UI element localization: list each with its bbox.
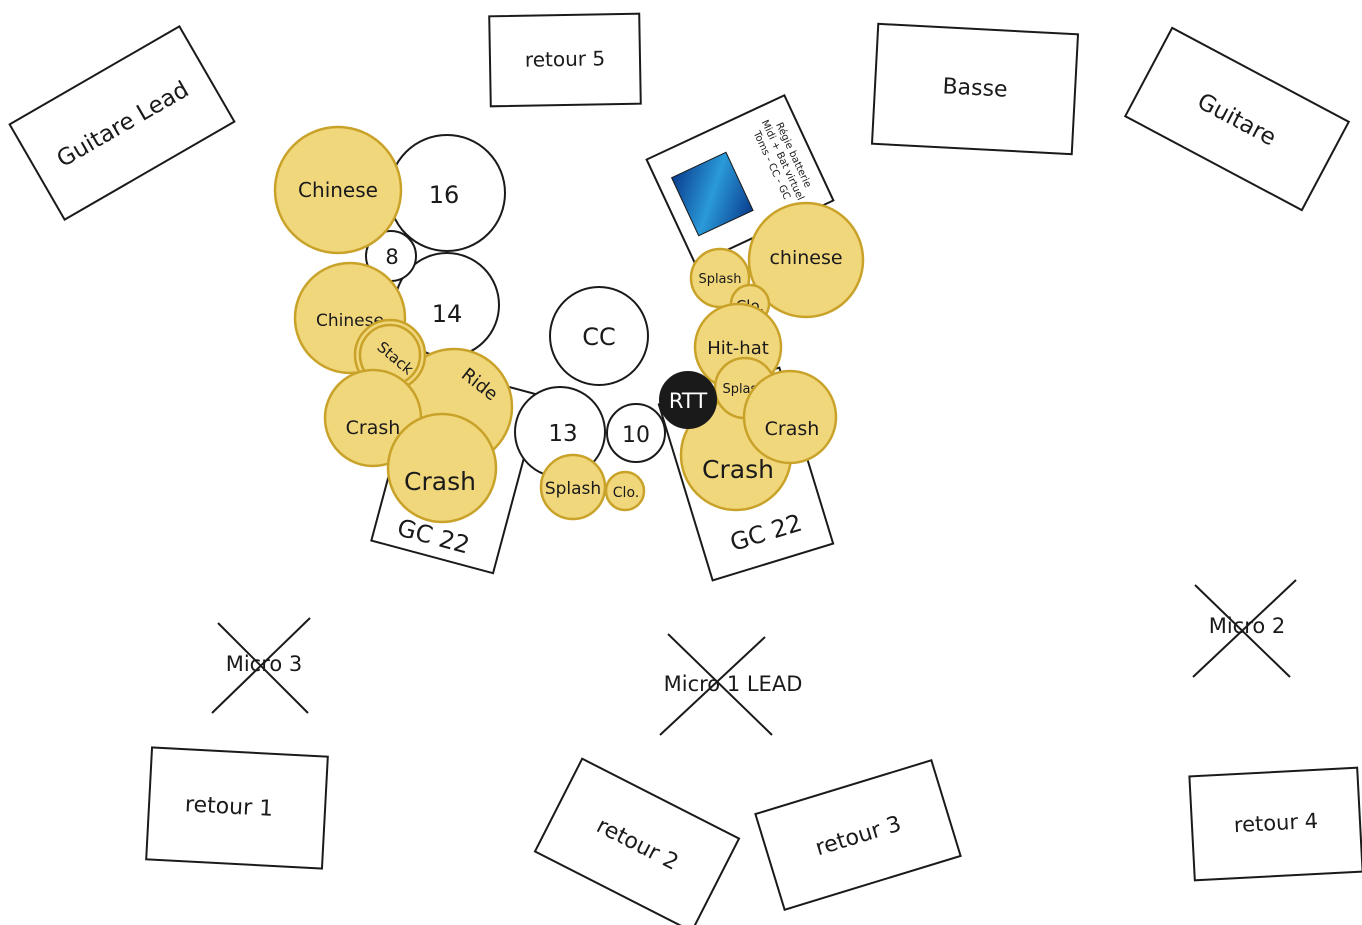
guitare-amp: Guitare [1123,26,1351,212]
retour-4-wedge: retour 4 [1188,766,1362,882]
splash-right-top-label: Splash [698,272,741,287]
hihat-label: Hit-hat [707,338,769,359]
crash-left-big-label: Crash [404,467,476,496]
chinese-mid-left-label: Chinese [316,311,384,331]
crash-right-big-label: Crash [702,455,774,484]
basse-label: Basse [942,74,1008,102]
tom-10-label: 10 [622,423,650,448]
micro-3: Micro 3 [211,617,311,714]
micro-2: Micro 2 [1192,579,1297,678]
tom-8-label: 8 [385,245,398,269]
tom-14-label: 14 [432,300,463,328]
snare-cc [549,286,649,386]
chinese-top-left-label: Chinese [298,178,378,202]
splash-center [539,453,607,521]
micro-1-lead: Micro 1 LEAD [659,633,803,736]
retour-3-wedge: retour 3 [754,759,962,911]
retour-2-wedge: retour 2 [533,757,741,925]
clo-center-label: Clo. [613,485,639,501]
guitare-lead-amp: Guitare Lead [8,25,236,221]
retour-5-label: retour 5 [525,46,606,71]
chinese-right-label: chinese [769,247,842,269]
micro-1-label: Micro 1 LEAD [664,672,803,696]
crash-left-small-label: Crash [346,417,401,439]
rtt-pad [659,371,717,429]
chinese-top-left [273,125,403,255]
retour-1-wedge: retour 1 [145,746,329,870]
rtt-label: RTT [669,389,708,413]
splash-center-label: Splash [545,479,601,499]
chinese-right [747,201,865,319]
retour-4-label: retour 4 [1233,809,1318,837]
crash-right-small [742,369,838,465]
crash-left-big [386,412,498,524]
tom-10 [606,403,666,463]
tom-13-label: 13 [548,421,577,447]
micro-2-label: Micro 2 [1209,614,1286,638]
micro-3-label: Micro 3 [226,652,303,676]
snare-cc-label: CC [582,323,616,351]
retour-1-label: retour 1 [184,792,273,822]
tom-16-label: 16 [429,181,460,209]
clo-center [604,470,646,512]
basse-amp: Basse [870,22,1080,156]
controller-screen [670,151,754,237]
crash-right-small-label: Crash [765,418,820,440]
retour-5-wedge: retour 5 [488,12,642,108]
